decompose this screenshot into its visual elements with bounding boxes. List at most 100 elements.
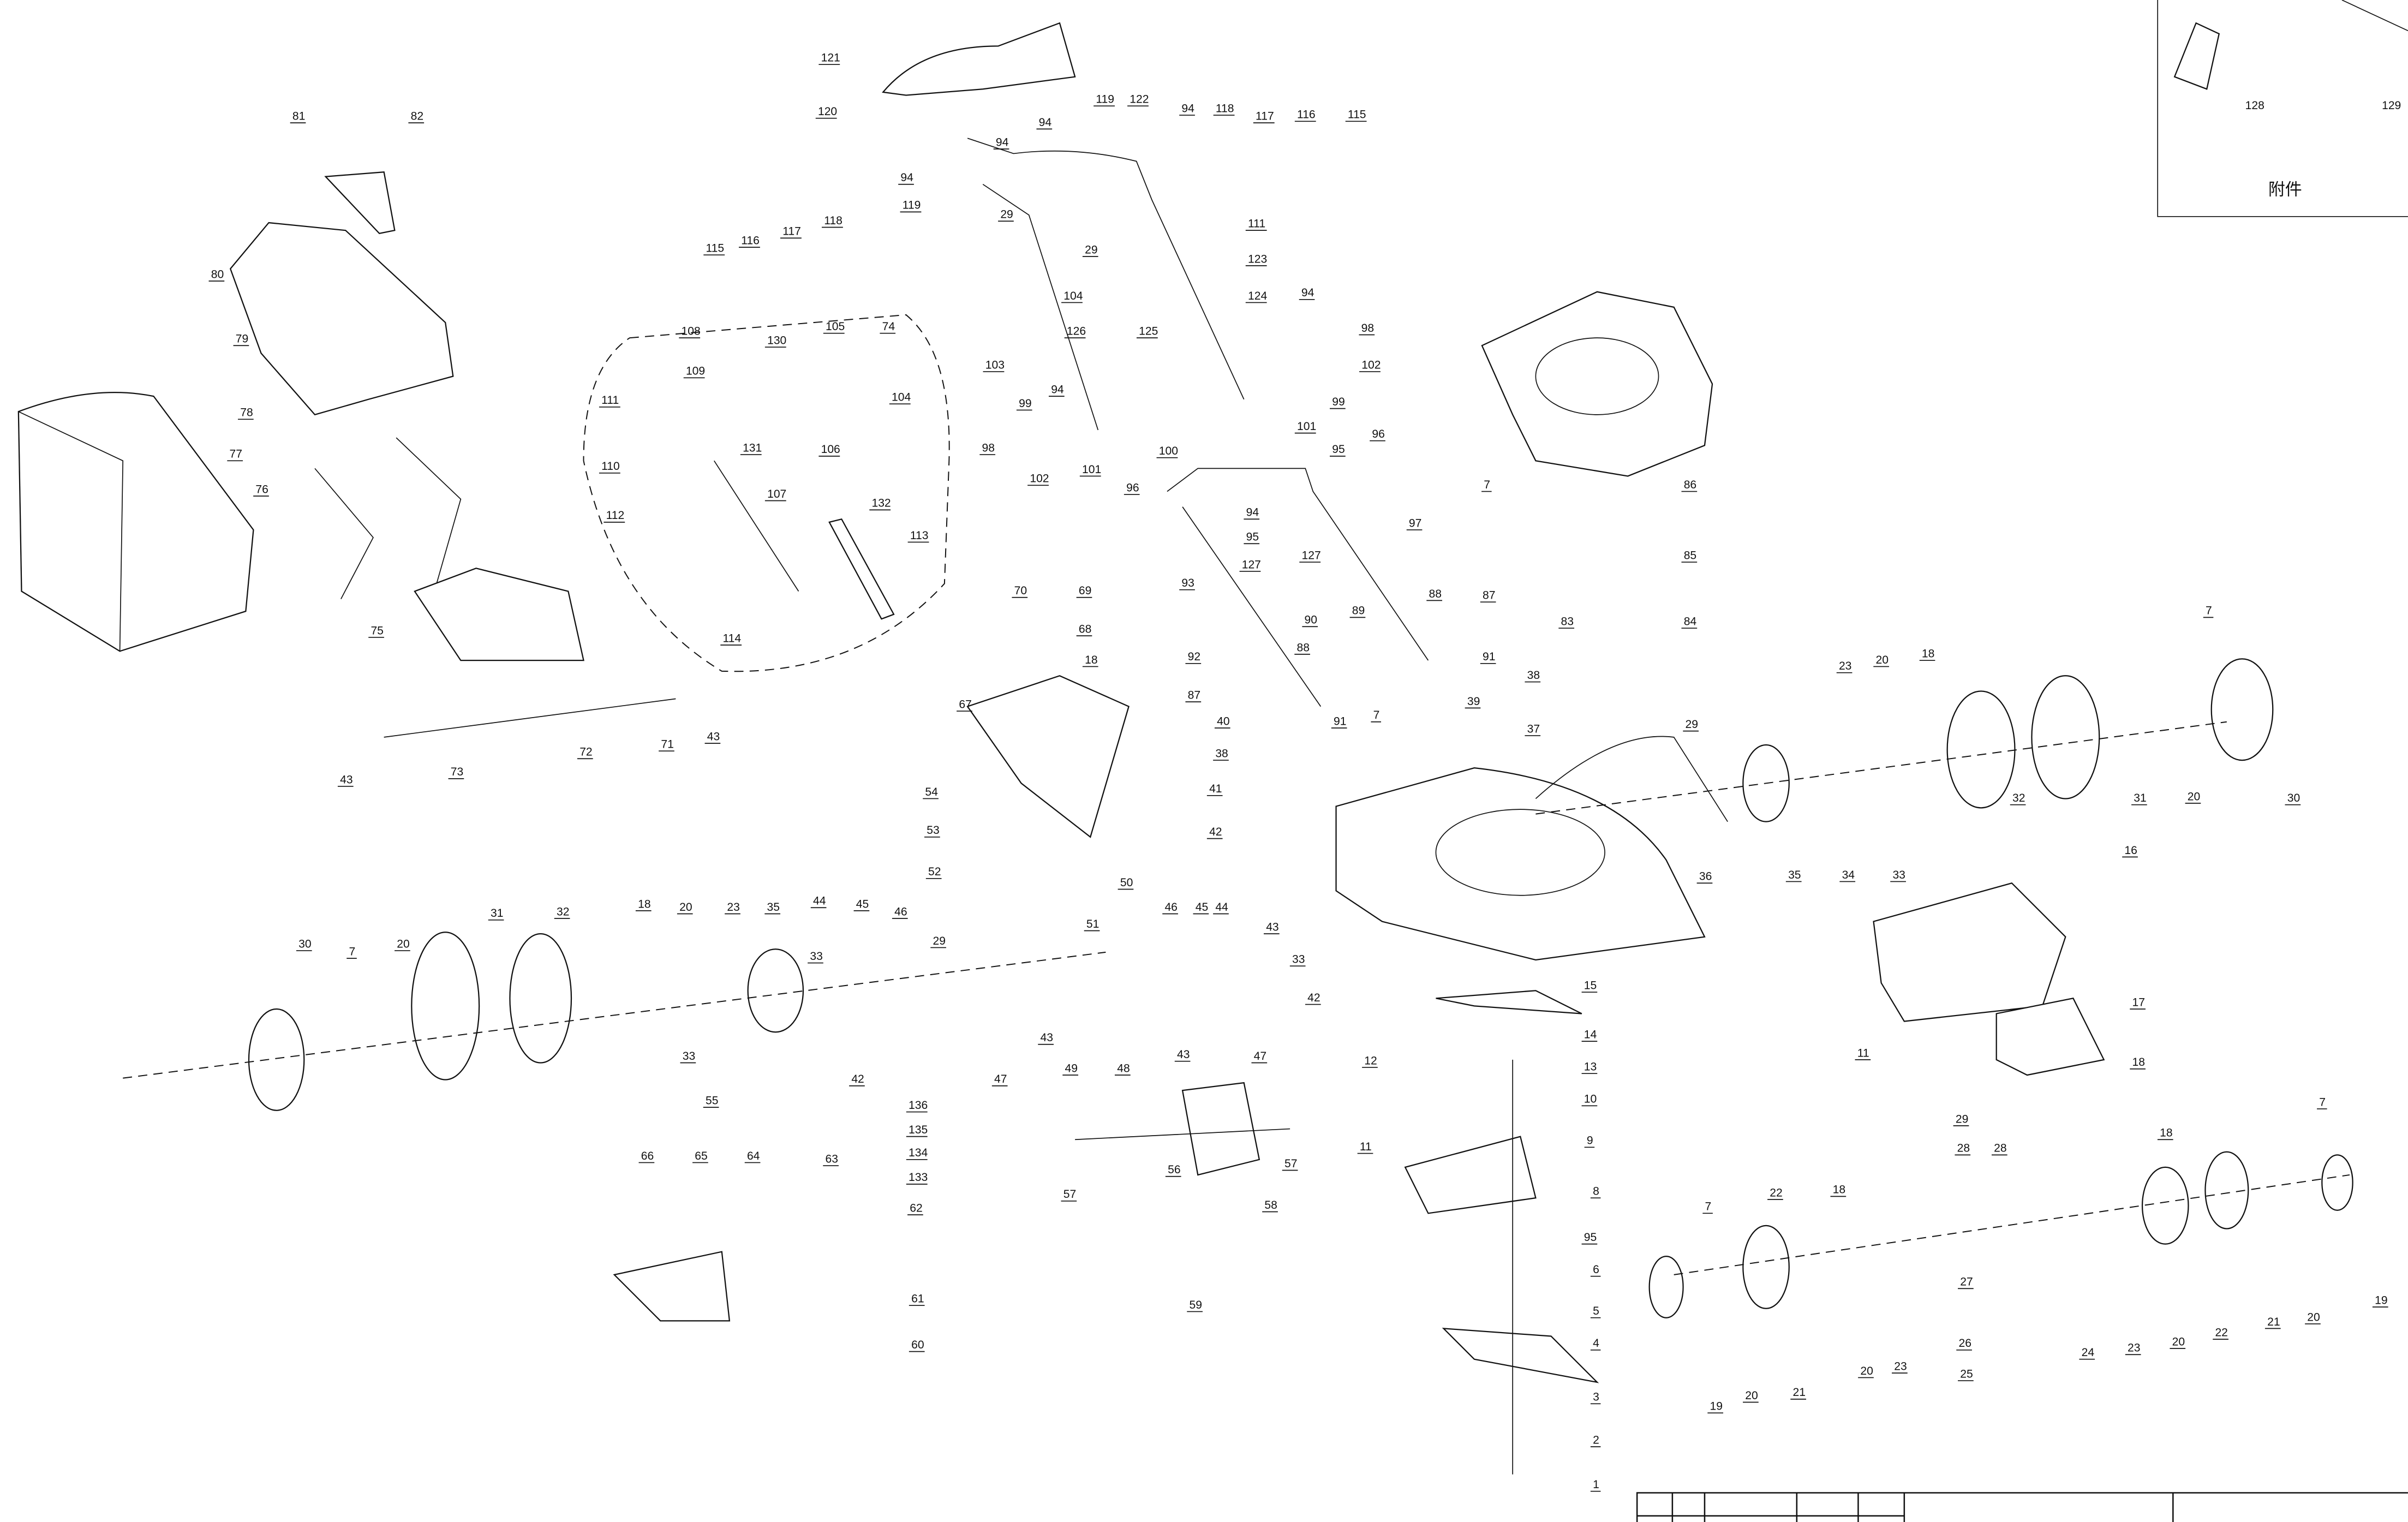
part-label: 32: [557, 905, 569, 918]
part-label: 107: [767, 488, 786, 500]
part-label: 96: [1126, 482, 1139, 494]
part-label: 87: [1188, 689, 1200, 702]
part-label: 65: [695, 1150, 707, 1162]
part-label: 118: [1216, 102, 1234, 115]
part-label: 88: [1296, 641, 1309, 654]
part-label: 44: [813, 895, 826, 908]
part-label: 43: [1266, 921, 1278, 933]
part-label: 75: [371, 624, 383, 637]
rear-axle: [1535, 736, 1728, 822]
part-label: 8: [1593, 1185, 1599, 1198]
grass-bag: [17, 392, 254, 652]
part-label: 52: [928, 866, 941, 878]
part-label: 43: [1177, 1048, 1190, 1061]
part-label: 97: [1409, 517, 1421, 529]
part-label: 38: [1215, 747, 1228, 760]
part-label: 10: [1584, 1093, 1597, 1106]
part-label: 20: [679, 901, 692, 914]
part-label: 136: [909, 1099, 928, 1112]
accessory-caption: 附件: [2268, 180, 2302, 199]
part-label: 37: [1527, 723, 1540, 735]
control-cable-tube: [828, 518, 895, 620]
part-label: 99: [1332, 396, 1345, 408]
part-label: 60: [911, 1339, 924, 1351]
part-label: 130: [767, 334, 786, 347]
part-label: 121: [821, 52, 840, 64]
accessory-label-128: 128: [2245, 99, 2264, 112]
part-label: 102: [1361, 359, 1381, 371]
part-label: 7: [2319, 1096, 2326, 1108]
part-label: 101: [1297, 420, 1316, 433]
part-label: 87: [1483, 589, 1495, 602]
part-label: 113: [910, 529, 929, 542]
part-label: 116: [1297, 109, 1316, 121]
part-label: 47: [1254, 1050, 1266, 1063]
part-label: 28: [1994, 1142, 2006, 1155]
part-label: 19: [1710, 1400, 1723, 1413]
part-label: 22: [1770, 1186, 1782, 1199]
discharge-chute: [966, 675, 1130, 838]
part-label: 80: [211, 268, 224, 280]
part-label: 11: [1360, 1141, 1372, 1153]
part-label: 94: [1039, 116, 1052, 129]
part-label: 30: [298, 938, 311, 950]
part-label: 17: [2132, 996, 2144, 1008]
part-label: 94: [1051, 383, 1064, 396]
part-label: 100: [1159, 445, 1178, 457]
part-label: 19: [2375, 1294, 2387, 1306]
part-label: 42: [851, 1073, 864, 1085]
axle-line: [123, 721, 2350, 1275]
part-label: 77: [230, 448, 242, 461]
part-label: 90: [1305, 614, 1317, 626]
part-label: 134: [909, 1147, 928, 1159]
part-label: 5: [1593, 1305, 1599, 1317]
part-label: 126: [1067, 325, 1086, 338]
part-label: 21: [1793, 1386, 1806, 1399]
part-label: 135: [909, 1124, 928, 1136]
part-label: 18: [1922, 648, 1934, 660]
part-label: 50: [1120, 876, 1133, 889]
part-label: 95: [1584, 1231, 1597, 1244]
part-label: 131: [743, 441, 762, 454]
part-label: 41: [1209, 783, 1222, 795]
accessory-label-129: 129: [2382, 99, 2401, 112]
part-label: 11: [1857, 1047, 1869, 1059]
part-label: 93: [1181, 577, 1194, 589]
part-label: 27: [1960, 1276, 1973, 1288]
part-label: 13: [1584, 1061, 1597, 1073]
part-label: 62: [910, 1202, 922, 1215]
part-label: 105: [826, 320, 845, 333]
part-label: 25: [1960, 1368, 1973, 1380]
drive-shaft: [1075, 1128, 1290, 1141]
part-label: 33: [683, 1050, 695, 1063]
part-label: 30: [2287, 792, 2300, 804]
part-label: 33: [1892, 869, 1905, 881]
front-cover: [1873, 882, 2066, 1022]
part-label: 98: [982, 441, 995, 454]
part-label: 108: [682, 325, 701, 338]
part-label: 104: [892, 391, 911, 404]
part-label: 67: [959, 698, 971, 711]
part-label: 24: [2082, 1346, 2095, 1359]
part-label: 49: [1065, 1062, 1078, 1075]
part-label: 116: [741, 234, 760, 247]
part-label: 109: [686, 365, 705, 378]
part-label: 29: [1686, 718, 1698, 731]
part-label: 86: [1684, 479, 1696, 491]
part-label: 44: [1215, 901, 1228, 914]
part-label: 63: [825, 1153, 838, 1165]
part-label: 95: [1246, 531, 1259, 544]
part-label: 34: [1842, 869, 1855, 881]
part-label: 58: [1264, 1199, 1277, 1211]
part-label: 12: [1364, 1054, 1377, 1067]
part-label: 117: [782, 225, 801, 238]
part-label: 29: [933, 935, 945, 947]
bag-frame: [229, 171, 462, 607]
part-label: 122: [1130, 93, 1149, 106]
part-label: 117: [1256, 110, 1274, 123]
part-label: 43: [707, 731, 720, 743]
part-label: 42: [1209, 826, 1222, 838]
part-label: 94: [1301, 287, 1314, 299]
part-label: 133: [909, 1171, 928, 1184]
